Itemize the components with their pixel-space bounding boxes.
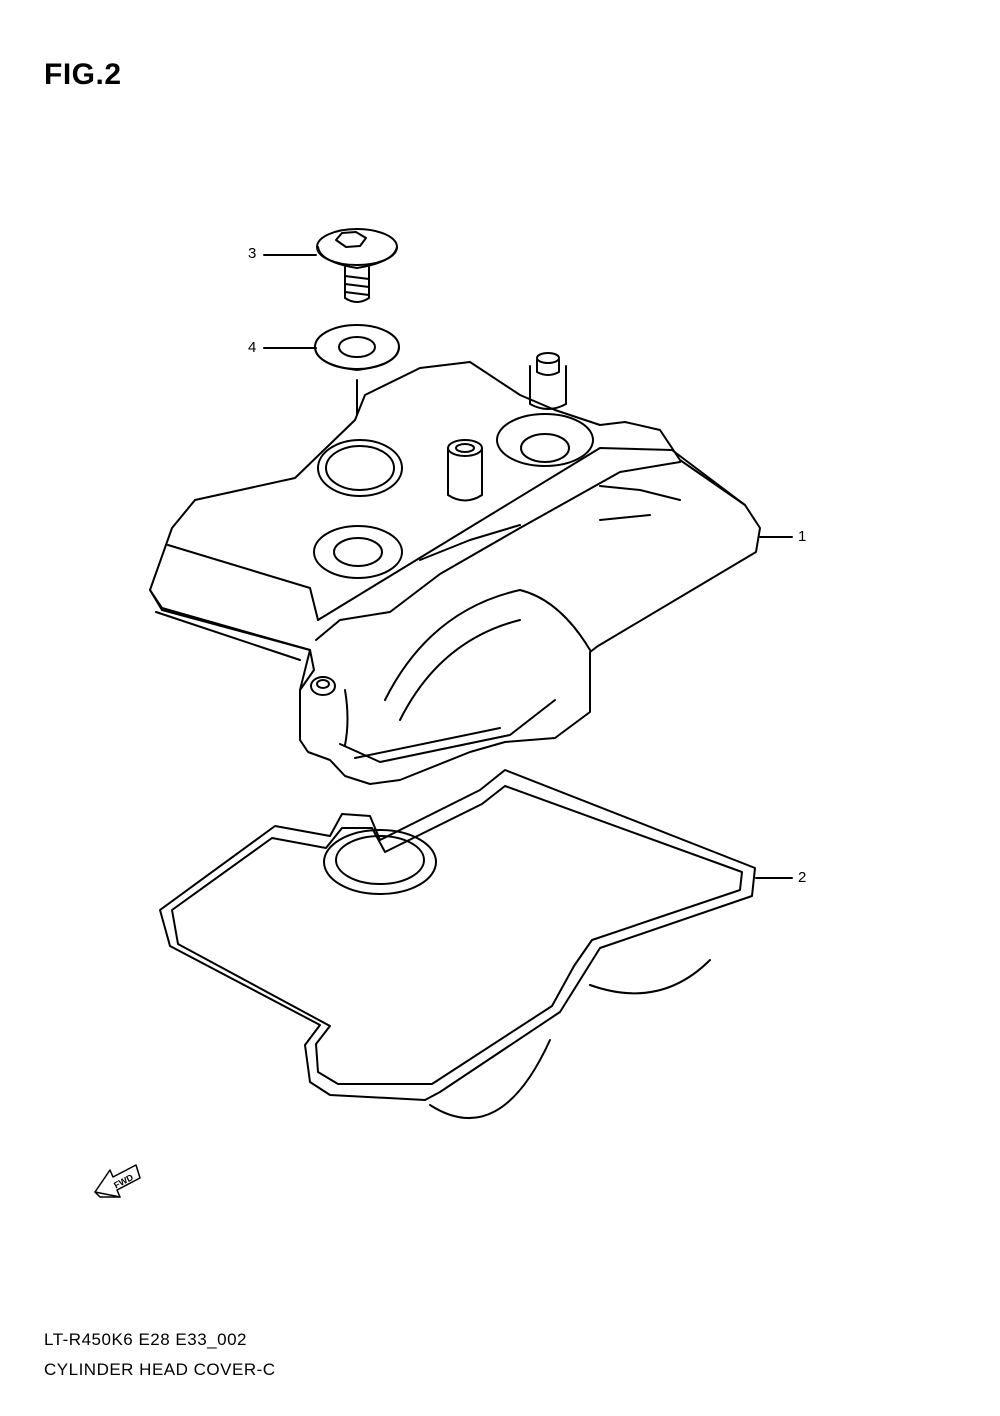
figure-title: FIG.2 (44, 58, 122, 91)
gasket-part[interactable] (159, 769, 756, 1120)
section-name: CYLINDER HEAD COVER-C (44, 1360, 276, 1379)
callout-2-label: 2 (798, 869, 807, 886)
cylinder-head-cover-part[interactable] (149, 352, 761, 785)
callout-4-label: 4 (248, 339, 257, 356)
bolt-part[interactable] (316, 228, 398, 303)
fwd-arrow-icon: FWD (94, 1164, 141, 1198)
callout-3-label: 3 (248, 245, 257, 262)
washer-part[interactable] (314, 324, 400, 371)
model-code: LT-R450K6 E28 E33_002 (44, 1330, 247, 1349)
callout-1-label: 1 (798, 528, 807, 545)
